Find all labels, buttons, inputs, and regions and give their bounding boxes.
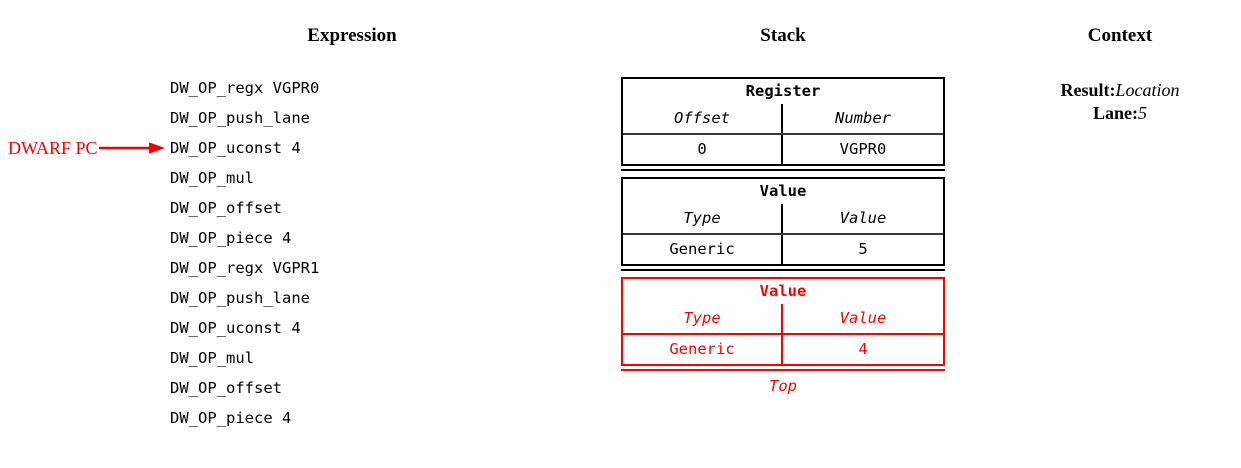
stack-entry-header-row: Type Value	[623, 304, 943, 333]
expression-line: DW_OP_push_lane	[170, 289, 310, 307]
header-rule	[623, 233, 943, 235]
stack-entry-value-row: 0 VGPR0	[623, 135, 943, 164]
context-key: Lane:	[1093, 103, 1138, 123]
stack-entry-header-cell: Value	[839, 209, 887, 227]
stack-top-label: Top	[769, 377, 797, 395]
expression-line: DW_OP_uconst 4	[170, 139, 301, 157]
stack-entry-header-cell: Value	[839, 309, 887, 327]
stack-area: Register Offset Number 0 VGPR0 Value Typ…	[621, 77, 945, 395]
stack-entry-title: Value	[759, 182, 807, 200]
expression-line: DW_OP_offset	[170, 379, 282, 397]
stack-entry-header-cell: Type	[623, 204, 783, 233]
header-rule	[623, 133, 943, 135]
stack-entry-value-cell: 0	[623, 135, 783, 164]
stack-entry-value-cell: Generic	[623, 235, 783, 264]
context-key: Result:	[1060, 80, 1116, 100]
stack-entry-title: Value	[759, 282, 807, 300]
stack-entry-value-cell: Generic	[623, 335, 783, 364]
expression-list: DW_OP_regx VGPR0 DW_OP_push_lane DW_OP_u…	[170, 73, 430, 433]
stack-entry-value-row: Generic 4	[623, 335, 943, 364]
expression-line: DW_OP_mul	[170, 349, 254, 367]
stack-entry-separator	[621, 169, 945, 171]
expression-line: DW_OP_piece 4	[170, 229, 292, 247]
context-value: 5	[1138, 103, 1147, 123]
stack-top-separator	[621, 369, 945, 371]
expression-line-current: DW_OP_mul	[170, 169, 254, 187]
stack-entry-value-cell: 4	[858, 340, 868, 358]
stack-entry-value-top: Value Type Value Generic 4	[621, 277, 945, 366]
header-rule	[623, 333, 943, 335]
expression-line: DW_OP_uconst 4	[170, 319, 301, 337]
context-value: Location	[1115, 80, 1180, 100]
dwarf-pc-pointer: DWARF PC	[8, 136, 167, 160]
stack-entry-register: Register Offset Number 0 VGPR0	[621, 77, 945, 166]
expression-line: DW_OP_regx VGPR1	[170, 259, 320, 277]
stack-entry-title: Register	[745, 82, 821, 100]
stack-entry-header-cell: Offset	[623, 104, 783, 133]
stack-entry-header-row: Offset Number	[623, 104, 943, 133]
context-block: Result:Location Lane:5	[1020, 79, 1220, 125]
expression-line: DW_OP_piece 4	[170, 409, 292, 427]
context-row-lane: Lane:5	[1020, 102, 1220, 125]
column-heading-context: Context	[1087, 25, 1153, 46]
stack-entry-value-cell: 5	[858, 240, 868, 258]
stack-entry-separator	[621, 269, 945, 271]
column-heading-stack: Stack	[760, 25, 806, 46]
stack-entry-header-cell: Type	[623, 304, 783, 333]
stack-entry-header-row: Type Value	[623, 204, 943, 233]
context-row-result: Result:Location	[1020, 79, 1220, 102]
arrow-right-icon	[98, 142, 165, 154]
dwarf-pc-label: DWARF PC	[8, 138, 98, 158]
stack-entry-header-cell: Number	[835, 109, 891, 127]
stack-entry-value-row: Generic 5	[623, 235, 943, 264]
expression-line: DW_OP_regx VGPR0	[170, 79, 320, 97]
stack-entry-value-cell: VGPR0	[839, 140, 887, 158]
expression-line: DW_OP_offset	[170, 199, 282, 217]
stack-entry-value: Value Type Value Generic 5	[621, 177, 945, 266]
column-heading-expression: Expression	[307, 25, 397, 46]
expression-line: DW_OP_push_lane	[170, 109, 310, 127]
